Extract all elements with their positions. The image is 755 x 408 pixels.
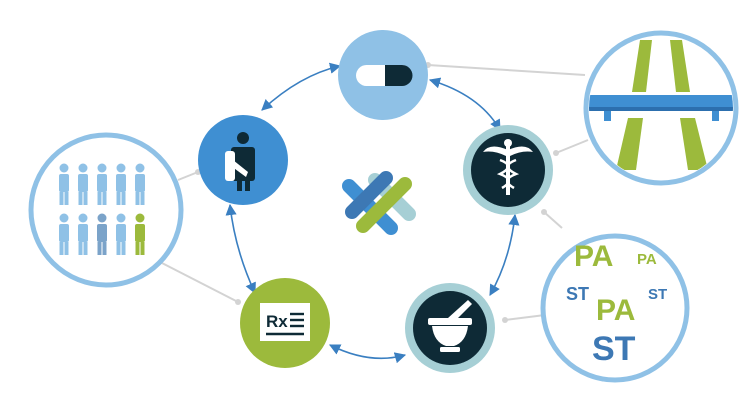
pa-word-small: PA [637,251,657,268]
connector-caduceus-pa [543,211,563,229]
callout-pa-st: PA PA ST PA ST ST [540,233,690,383]
person-figure [59,163,69,205]
person-figure [59,213,69,255]
st-word-large: ST [592,330,636,368]
person-figure [97,213,107,255]
pill-capsule-icon [356,65,413,86]
connector-rx-people [159,261,239,303]
caduceus-icon [483,139,533,195]
st-word-small-right: ST [648,286,667,303]
callout-people [28,132,184,288]
arrow-pill-caduceus [428,77,501,131]
node-patient [198,115,288,205]
person-figure [135,213,145,255]
connector-dot [541,209,547,215]
rx-label: Rx [266,312,288,331]
pa-word-bold: PA [596,294,635,327]
arrow-caduceus-mortar [489,213,520,296]
patient-with-sling-icon [225,132,255,191]
highway-overpass-icon [589,40,733,170]
person-figure [135,163,145,205]
node-pill [338,30,428,120]
connector-pill-highway [427,64,586,76]
connector-caduceus-highway [555,139,589,154]
callout-highway [583,30,739,186]
connector-dot [502,317,508,323]
people-group-icon [59,163,145,255]
connector-patient-people [177,171,199,181]
connector-dot [235,299,241,305]
interlocked-bandages-logo [342,171,416,235]
arrow-mortar-rx [328,344,407,364]
person-figure [116,213,126,255]
person-figure [78,213,88,255]
person-figure [78,163,88,205]
person-figure [97,163,107,205]
st-word-small-left: ST [566,284,589,304]
connector-mortar-pa [504,314,546,321]
arrow-rx-patient [225,203,256,295]
connector-dot [553,150,559,156]
node-rx: Rx [240,278,330,368]
pa-word-large: PA [574,240,613,273]
person-figure [116,163,126,205]
cycle-arrows [225,62,520,364]
center-logo [342,171,416,235]
arrow-patient-pill [261,62,342,111]
node-mortar [405,283,495,373]
mortar-pestle-icon [428,300,472,352]
node-caduceus [463,125,553,215]
prescription-rx-icon: Rx [260,303,310,341]
